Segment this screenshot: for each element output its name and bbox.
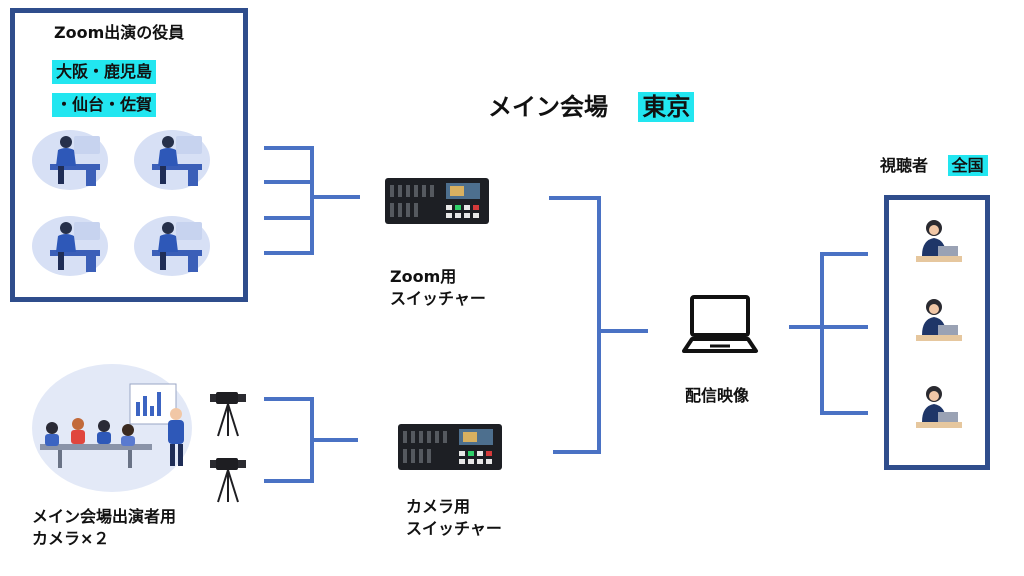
video-switcher-icon (385, 178, 489, 224)
video-camera-tripod-icon (210, 392, 246, 437)
zoom-participant-2 (134, 130, 210, 190)
zoom-panel-heading: Zoom出演の役員 (54, 23, 185, 42)
person-at-desk-icon (32, 216, 108, 276)
camera-2 (210, 458, 246, 503)
zoom-switcher-device (385, 178, 489, 224)
switchers-to-laptop-connector (549, 196, 648, 454)
person-at-desk-icon (134, 130, 210, 190)
person-at-desk-icon (32, 130, 108, 190)
zoom-switcher-line1: Zoom用 (390, 267, 457, 286)
camera-switcher-line2: スイッチャー (406, 519, 502, 538)
main-venue-camera-line2: カメラ×２ (32, 529, 110, 548)
viewers-label-highlight: 全国 (947, 155, 988, 176)
viewers-label: 視聴者 全国 (880, 155, 988, 177)
camera-inputs-connector (264, 397, 358, 483)
meeting-presentation-icon (32, 364, 192, 492)
laptop-icon (682, 295, 758, 353)
zoom-switcher-label: Zoom用 スイッチャー (390, 266, 486, 310)
viewers-panel (884, 195, 990, 470)
camera-1 (210, 392, 246, 437)
viewer-at-laptop-icon (916, 386, 962, 428)
main-venue-camera-line1: メイン会場出演者用 (32, 507, 177, 526)
zoom-panel (10, 8, 248, 302)
video-camera-tripod-icon (210, 458, 246, 503)
zoom-locations-line1: 大阪・鹿児島 (52, 60, 157, 84)
zoom-participant-4 (134, 216, 210, 276)
title-highlight: 東京 (638, 92, 695, 122)
page-title: メイン会場 東京 (488, 90, 695, 124)
viewer-1 (916, 220, 962, 262)
distribution-label: 配信映像 (685, 386, 750, 405)
main-venue-meeting (32, 364, 192, 492)
zoom-switcher-line2: スイッチャー (390, 289, 486, 308)
viewer-2 (916, 299, 962, 341)
zoom-participant-1 (32, 130, 108, 190)
laptop-to-viewers-connector (789, 252, 868, 415)
zoom-locations-line2: ・仙台・佐賀 (52, 93, 157, 117)
distribution-laptop (682, 295, 758, 353)
camera-switcher-device (398, 424, 502, 470)
zoom-inputs-connector (264, 146, 360, 255)
viewer-3 (916, 386, 962, 428)
viewers-label-text: 視聴者 (880, 156, 929, 175)
main-venue-camera-label: メイン会場出演者用 カメラ×２ (32, 506, 176, 550)
viewer-at-laptop-icon (916, 299, 962, 341)
viewer-at-laptop-icon (916, 220, 962, 262)
person-at-desk-icon (134, 216, 210, 276)
zoom-participant-3 (32, 216, 108, 276)
title-main: メイン会場 (488, 93, 608, 121)
camera-switcher-line1: カメラ用 (406, 497, 471, 516)
video-switcher-icon (398, 424, 502, 470)
camera-switcher-label: カメラ用 スイッチャー (406, 496, 502, 540)
